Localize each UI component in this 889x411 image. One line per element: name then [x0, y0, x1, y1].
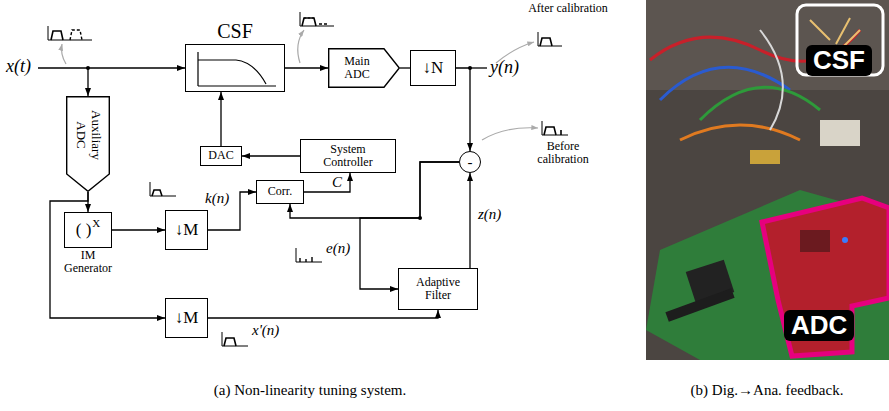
- spectrum-band: [540, 38, 552, 46]
- spectrum-axes: [48, 26, 92, 40]
- pointer-arrow: [298, 30, 304, 63]
- decimator-box: ↓M: [165, 298, 208, 338]
- signal-connector: [400, 67, 410, 68]
- annotation: Before calibration: [520, 140, 606, 167]
- block-label: Auxiliary ADC: [73, 104, 102, 166]
- signal-connector: [220, 92, 221, 146]
- connector: [750, 150, 780, 164]
- photo-background: [646, 0, 889, 360]
- branch-wire: [87, 68, 88, 96]
- spectrum-band: [51, 31, 63, 40]
- spectrum-axes: [150, 182, 176, 196]
- photo-tag: ADC: [784, 310, 854, 341]
- signal-connector: [304, 173, 350, 192]
- rf-module: [820, 120, 860, 146]
- controller-box: System Controller: [300, 139, 396, 173]
- spectrum-band: [319, 23, 329, 24]
- output-wire: [470, 67, 487, 68]
- pointer-arrow: [62, 44, 67, 64]
- signal-name: k(n): [205, 190, 229, 207]
- signal-name: z(n): [476, 206, 503, 223]
- adc-block: Auxiliary ADC: [66, 96, 110, 192]
- signal-connector: [208, 310, 438, 318]
- decimator-box: ↓N: [410, 50, 456, 86]
- spectrum-axes: [296, 248, 322, 262]
- spectrum-band: [304, 18, 314, 19]
- annotation: After calibration: [528, 2, 608, 15]
- block-label: -: [468, 154, 473, 171]
- adc-outline: [67, 97, 110, 192]
- spectrum-band: [544, 127, 556, 135]
- input-wire: [38, 67, 185, 68]
- block-heading: IM Generator: [56, 249, 120, 276]
- adc-board: [762, 198, 889, 356]
- signal-connector: [242, 155, 300, 156]
- header: [665, 288, 734, 321]
- block-heading: CSF: [217, 20, 253, 42]
- signal-connector: [50, 192, 165, 318]
- signal-connector: [456, 68, 470, 151]
- block-label: ↓M: [175, 308, 199, 327]
- lab-photo: [646, 0, 889, 360]
- spectrum-spur: [560, 130, 562, 135]
- signal-connector: [290, 162, 459, 218]
- spectrum-band: [302, 18, 316, 26]
- spectrum-axes: [222, 332, 248, 346]
- pointer-arrow: [482, 128, 538, 140]
- spectrum-band: [70, 30, 82, 40]
- photo-tag: CSF: [806, 45, 872, 76]
- cable: [660, 67, 790, 100]
- block-label: ( ): [76, 220, 92, 239]
- subfigure-caption: (b) Dig.→Ana. feedback.: [652, 382, 882, 399]
- adc-outline: [329, 49, 400, 88]
- signal-connector: [285, 67, 328, 68]
- signal-connector: [112, 229, 165, 230]
- cable: [760, 30, 783, 130]
- led: [842, 237, 848, 243]
- decimator-box: ↓M: [165, 210, 208, 250]
- adc-chip: [800, 230, 830, 252]
- signal-name: x(t): [6, 56, 31, 76]
- signal-name: x'(n): [252, 322, 279, 339]
- block-label: Corr.: [268, 185, 292, 198]
- correlator-box: Corr.: [256, 180, 304, 204]
- signal-name: C: [330, 174, 344, 191]
- signal-name: e(n): [324, 240, 352, 257]
- block-label: ↓M: [175, 220, 199, 239]
- filter-box: CSF: [185, 44, 285, 92]
- block-label: ↓N: [423, 58, 444, 77]
- lowpass-curve: [198, 60, 266, 84]
- block-label: Main ADC: [340, 55, 374, 82]
- signal-name: y(n): [490, 57, 519, 77]
- filter-axes: [198, 52, 276, 86]
- block-label: Adaptive Filter: [407, 276, 469, 303]
- spectrum-band: [300, 257, 312, 262]
- subtractor-circle: -: [459, 151, 481, 173]
- dac-box: DAC: [200, 146, 242, 166]
- spectrum-axes: [542, 121, 568, 135]
- spectrum-axes: [538, 32, 562, 46]
- spectrum-band: [152, 190, 162, 196]
- csf-highlight: [797, 5, 883, 75]
- signal-connector: [469, 173, 470, 268]
- spectrum-axes: [300, 12, 334, 26]
- cable: [680, 125, 800, 140]
- subfigure-caption: (a) Non-linearity tuning system.: [110, 382, 510, 399]
- adc-block: Main ADC: [328, 48, 400, 88]
- superscript: X: [92, 217, 100, 229]
- filter-box: Adaptive Filter: [398, 268, 478, 310]
- nonlinearity-box: ( )XIM Generator: [64, 212, 112, 248]
- block-label: DAC: [208, 149, 233, 162]
- block-label: System Controller: [313, 143, 383, 170]
- junction-dot: [86, 66, 90, 70]
- fpga-board: [646, 190, 889, 360]
- signal-connector: [360, 162, 459, 289]
- cable: [700, 87, 820, 120]
- spectrum-band: [224, 338, 236, 346]
